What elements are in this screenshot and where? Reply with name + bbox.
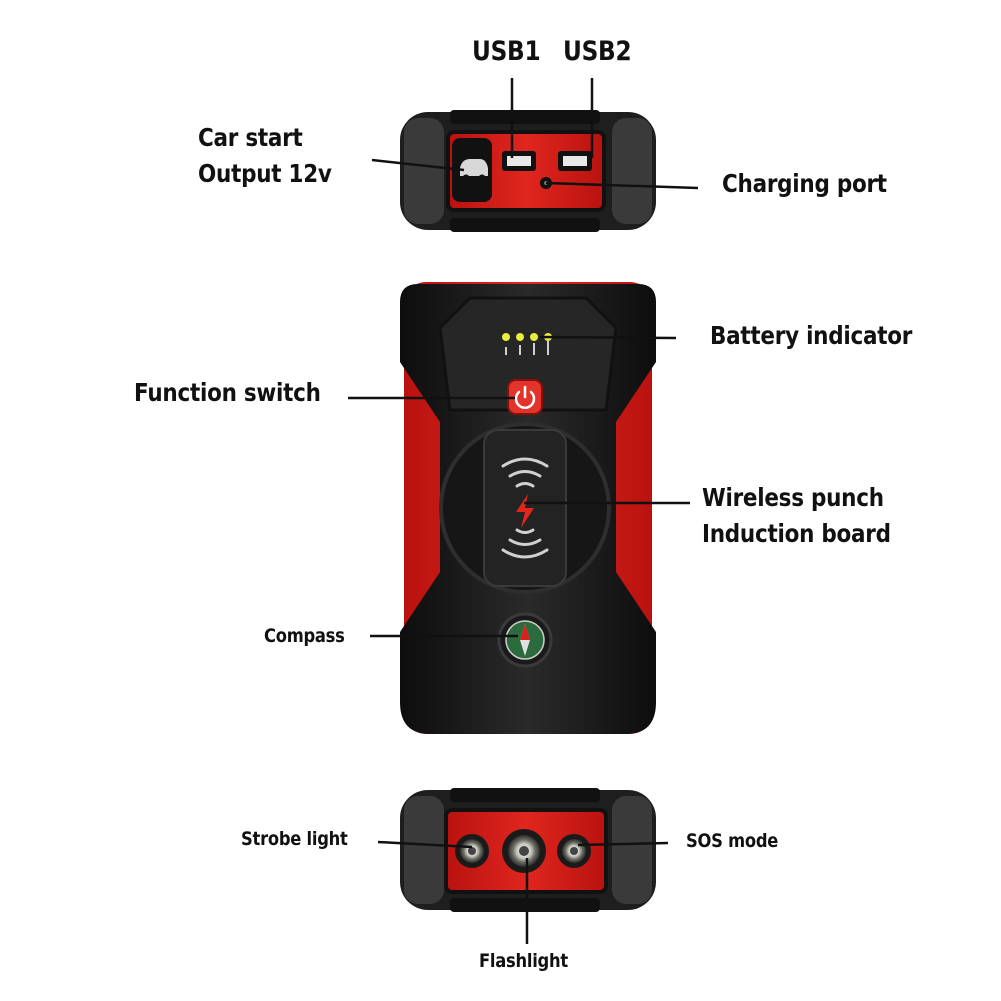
output-label: Output 12v [198, 159, 332, 188]
sos-mode-lamp [557, 834, 591, 868]
front-view [400, 282, 656, 734]
wireless-label-line2: Induction board [702, 519, 891, 548]
function-switch-label: Function switch [134, 378, 321, 407]
flashlight-lamp [502, 829, 546, 873]
bottom-view [400, 788, 656, 912]
flashlight-label: Flashlight [479, 950, 568, 972]
power-icon [514, 385, 536, 409]
car-icon [460, 159, 488, 182]
usb1-label: USB1 [472, 36, 541, 67]
strobe-light-lamp [455, 834, 489, 868]
strobe-light-label: Strobe light [241, 828, 348, 850]
charging-port-label: Charging port [722, 169, 887, 198]
car-start-label: Car start [198, 123, 303, 152]
sos-mode-label: SOS mode [686, 830, 779, 852]
compass-label: Compass [264, 625, 345, 647]
wireless-pad [439, 422, 611, 594]
top-view [400, 110, 656, 232]
battery-indicator-label: Battery indicator [710, 321, 913, 350]
leader-lines [348, 78, 699, 944]
wireless-label-line1: Wireless punch [702, 483, 884, 512]
wireless-waves-icon [501, 457, 549, 559]
lightning-icon [516, 494, 534, 528]
usb2-label: USB2 [563, 36, 632, 67]
compass-icon [497, 612, 553, 668]
